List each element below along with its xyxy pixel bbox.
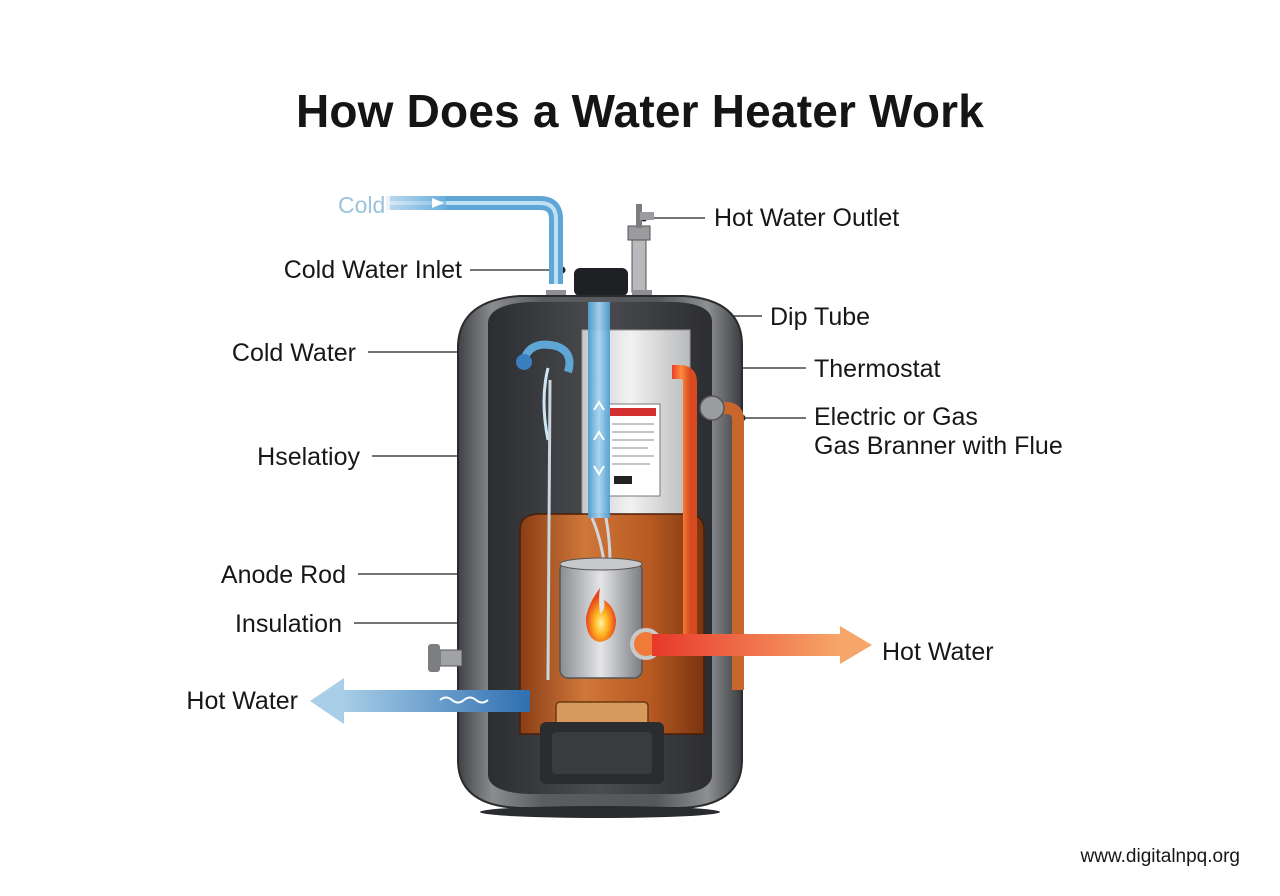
label-cold: Cold [338, 192, 386, 218]
label-hselatioy: Hselatioy [257, 443, 360, 471]
warning-label-plate [605, 403, 661, 497]
anode-rod [546, 379, 552, 681]
dip-tube [588, 302, 610, 518]
label-hot-water-outlet: Hot Water Outlet [714, 204, 900, 232]
hot-water-outlet-valve [627, 204, 654, 293]
cold-water-arrow-left [310, 678, 530, 724]
label-cold-water-inlet: Cold Water Inlet [283, 256, 462, 284]
hot-riser-pipe [672, 365, 697, 640]
footer-url: www.digitalnpq.org [1080, 846, 1240, 867]
cold-inlet-pipe [386, 196, 563, 284]
label-cold-water: Cold Water [231, 339, 356, 367]
burner-base [540, 701, 664, 784]
drain-valve [428, 644, 463, 672]
tank-foot [480, 806, 720, 818]
cold-water-swirl [516, 340, 574, 441]
label-hot-water-right: Hot Water [882, 638, 994, 666]
page-title: How Does a Water Heater Work [295, 85, 985, 137]
label-electric-or-gas: Electric or Gas [814, 403, 978, 431]
label-anode-rod: Anode Rod [220, 561, 346, 589]
flue-pipe [699, 395, 744, 690]
label-gas-burner-flue: Gas Branner with Flue [814, 432, 1063, 460]
label-dip-tube: Dip Tube [770, 303, 871, 331]
hot-water-arrow-right [630, 626, 872, 664]
label-thermostat: Thermostat [814, 355, 941, 383]
label-hot-water-left: Hot Water [186, 687, 298, 715]
label-insulation: Insulation [234, 610, 342, 638]
flame-icon [586, 588, 616, 642]
